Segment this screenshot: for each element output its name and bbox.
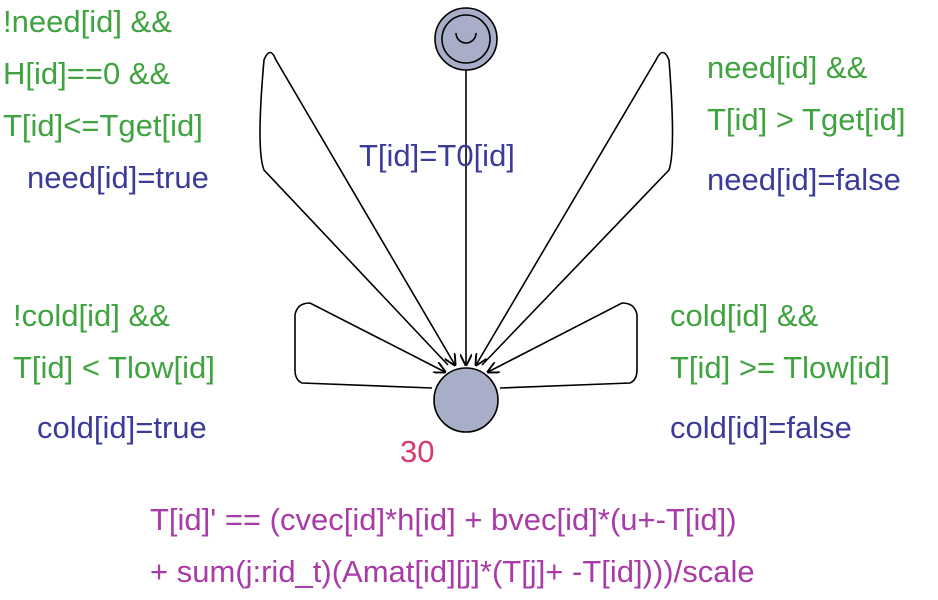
main-location[interactable] bbox=[433, 367, 499, 433]
need-true-assignment: need[id]=true bbox=[27, 160, 209, 195]
need-false-guard-line-2: T[id] > Tget[id] bbox=[707, 102, 905, 137]
edge-need-true[interactable] bbox=[259, 51, 455, 366]
init-assignment-label: T[id]=T0[id] bbox=[359, 138, 515, 173]
cold-false-guard-line-2: T[id] >= Tlow[id] bbox=[670, 350, 890, 385]
cold-true-guard-line-1: !cold[id] && bbox=[13, 298, 170, 333]
initial-location[interactable] bbox=[434, 7, 498, 71]
need-false-assignment: need[id]=false bbox=[707, 162, 901, 197]
edge-cold-false[interactable] bbox=[488, 302, 638, 389]
cold-true-assignment: cold[id]=true bbox=[37, 410, 207, 445]
edge-cold-true[interactable] bbox=[294, 302, 445, 389]
need-true-guard-line-2: H[id]==0 && bbox=[3, 56, 170, 91]
cold-true-guard-line-2: T[id] < Tlow[id] bbox=[13, 350, 215, 385]
need-true-guard-line-3: T[id]<=Tget[id] bbox=[3, 108, 203, 143]
location-rate-label: 30 bbox=[400, 434, 434, 469]
invariant-line-1: T[id]' == (cvec[id]*h[id] + bvec[id]*(u+… bbox=[150, 502, 737, 537]
initial-location-icon bbox=[455, 32, 477, 44]
need-false-guard-line-1: need[id] && bbox=[707, 50, 868, 85]
invariant-line-2: + sum(j:rid_t)(Amat[id][j]*(T[j]+ -T[id]… bbox=[150, 554, 755, 589]
need-true-guard-line-1: !need[id] && bbox=[3, 4, 172, 39]
edge-need-false[interactable] bbox=[476, 51, 674, 366]
cold-false-assignment: cold[id]=false bbox=[670, 410, 852, 445]
cold-false-guard-line-1: cold[id] && bbox=[670, 298, 819, 333]
